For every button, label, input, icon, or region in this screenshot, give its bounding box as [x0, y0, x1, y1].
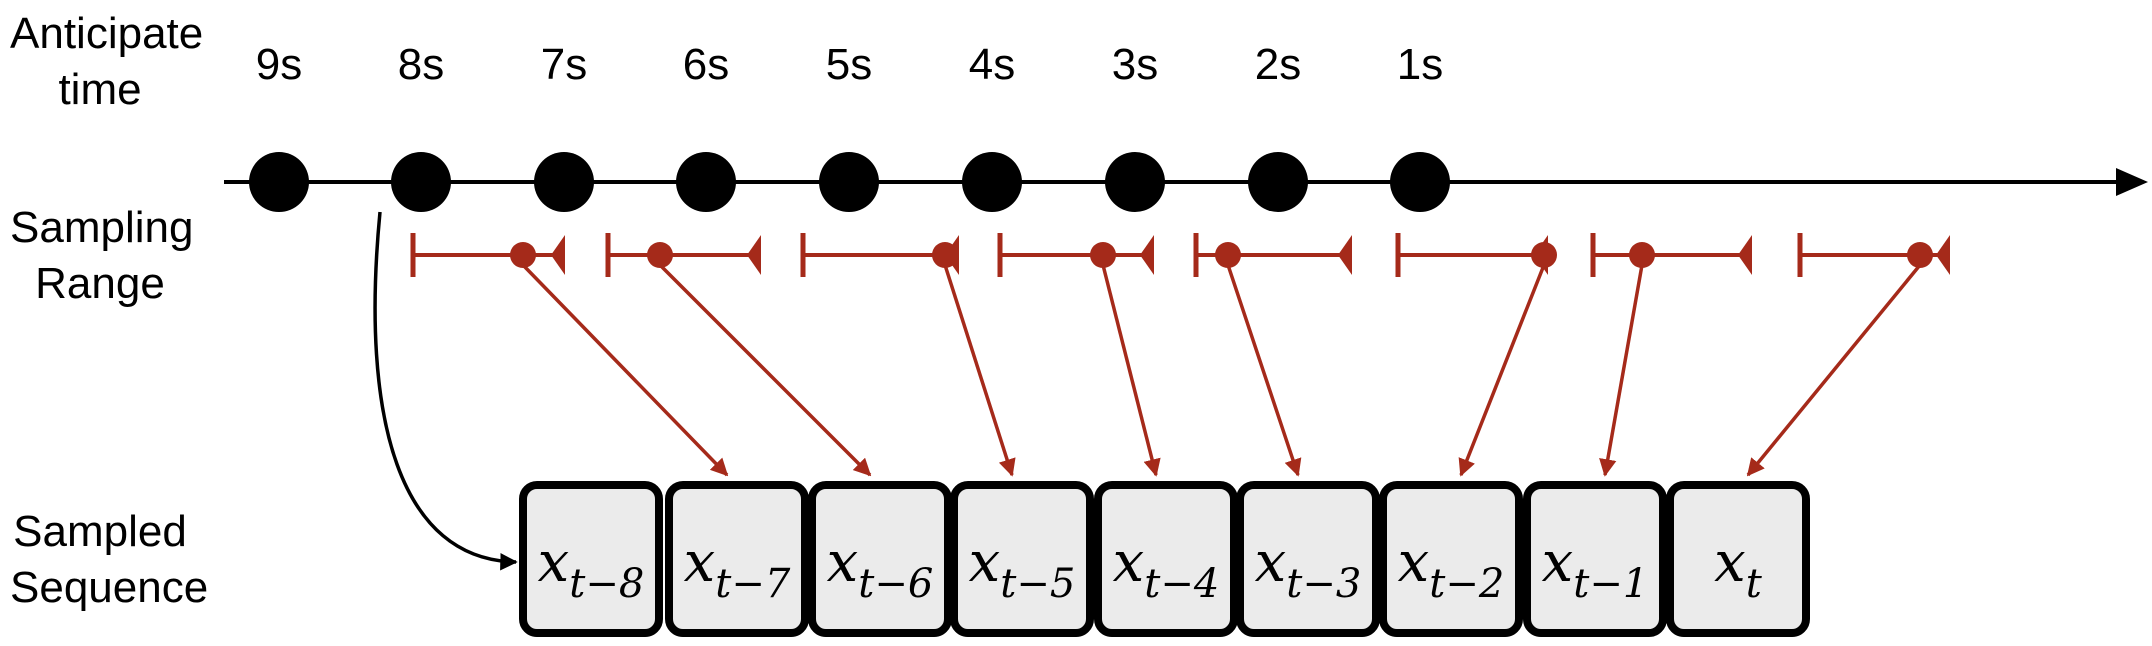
sampling-label-line2: Range [35, 259, 165, 308]
token-label-7: xt−2 [1398, 530, 1505, 607]
sample-point-6 [1531, 242, 1557, 268]
sampled-label-line1: Sampled [13, 507, 187, 556]
sample-point-8 [1907, 242, 1933, 268]
token-label-9: xt [1714, 530, 1763, 607]
range-end-marker-5 [1338, 235, 1352, 275]
sample-point-1 [510, 242, 536, 268]
time-label-8s: 8s [397, 40, 445, 89]
time-label-1s: 1s [1396, 40, 1444, 89]
time-node-9s [249, 152, 309, 212]
time-label-6s: 6s [682, 40, 730, 89]
time-node-2s [1248, 152, 1308, 212]
sample-arrow-4 [1101, 264, 1161, 477]
time-label-7s: 7s [540, 40, 588, 89]
sample-point-3 [932, 242, 958, 268]
sampling-range-label: Sampling Range [10, 200, 194, 312]
time-node-3s [1105, 152, 1165, 212]
sampled-sequence-label: Sampled Sequence [10, 504, 209, 616]
token-box-7 [1379, 481, 1523, 637]
time-node-1s [1390, 152, 1450, 212]
sample-arrow-7 [1599, 264, 1644, 477]
token-label-4: xt−5 [969, 530, 1076, 607]
token-box-4 [950, 481, 1094, 637]
token-box-1 [519, 481, 663, 637]
time-label-9s: 9s [255, 40, 303, 89]
token-box-6 [1236, 481, 1380, 637]
time-node-6s [676, 152, 736, 212]
token-box-2 [665, 481, 809, 637]
time-axis-arrowhead [2116, 168, 2148, 196]
sample-arrow-1 [521, 263, 729, 477]
time-label-2s: 2s [1254, 40, 1302, 89]
sample-point-2 [647, 242, 673, 268]
token-label-8: xt−1 [1542, 530, 1649, 607]
token-box-3 [808, 481, 952, 637]
sample-arrow-5 [1226, 264, 1302, 477]
sample-point-4 [1090, 242, 1116, 268]
token-label-2: xt−7 [684, 530, 791, 607]
time-label-3s: 3s [1111, 40, 1159, 89]
time-label-4s: 4s [968, 40, 1016, 89]
anticipate-time-label: Anticipate time [10, 6, 204, 118]
sample-arrow-8 [1746, 263, 1922, 477]
sample-point-5 [1215, 242, 1241, 268]
token-box-9 [1666, 481, 1810, 637]
sample-arrow-6 [1458, 264, 1546, 477]
anticipate-label-line1: Anticipate [10, 9, 204, 58]
time-node-4s [962, 152, 1022, 212]
range-end-marker-7 [1738, 235, 1752, 275]
token-box-5 [1094, 481, 1238, 637]
token-label-6: xt−3 [1255, 530, 1362, 607]
first-sample-curve-arrow [373, 211, 518, 571]
range-end-marker-2 [747, 235, 761, 275]
sampling-label-line1: Sampling [10, 203, 194, 252]
sample-arrow-3 [943, 264, 1016, 477]
range-end-marker-1 [551, 235, 565, 275]
time-node-5s [819, 152, 879, 212]
token-label-3: xt−6 [827, 530, 934, 607]
sampled-label-line2: Sequence [10, 563, 209, 612]
token-label-5: xt−4 [1113, 530, 1220, 607]
time-node-7s [534, 152, 594, 212]
sample-arrow-2 [658, 263, 872, 477]
range-end-marker-4 [1140, 235, 1154, 275]
sample-point-7 [1629, 242, 1655, 268]
time-node-8s [391, 152, 451, 212]
token-label-1: xt−8 [538, 530, 645, 607]
anticipate-label-line2: time [58, 65, 142, 114]
range-end-marker-8 [1936, 235, 1950, 275]
token-box-8 [1523, 481, 1667, 637]
time-label-5s: 5s [825, 40, 873, 89]
